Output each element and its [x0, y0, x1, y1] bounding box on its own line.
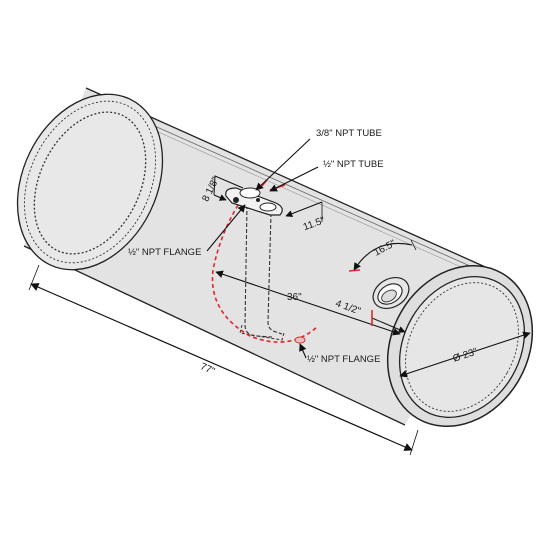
dimension-angle-16 [348, 239, 417, 272]
dimension-port-distance-text: 36" [287, 292, 302, 303]
dimension-offset-11 [285, 201, 323, 222]
dimension-offset-4 [371, 310, 406, 333]
bottom-flange [294, 336, 306, 344]
leader-tube-1-2 [269, 166, 319, 192]
label-tube-3-8: 3/8" NPT TUBE [316, 128, 382, 139]
label-tube-1-2: ½" NPT TUBE [323, 159, 384, 170]
left-end-cap [16, 93, 164, 271]
sender-flange [225, 187, 283, 216]
label-flange-left: ½" NPT FLANGE [128, 247, 201, 258]
leader-tube-3-8 [255, 138, 311, 191]
leader-flange-left [206, 204, 246, 252]
dimension-offset-8 [213, 175, 244, 201]
dimension-port-distance [215, 270, 401, 336]
label-flange-bottom: ½" NPT FLANGE [307, 354, 380, 365]
dimension-length [28, 264, 419, 456]
leader-flange-bottom [299, 343, 307, 359]
dimension-diameter [399, 331, 531, 378]
